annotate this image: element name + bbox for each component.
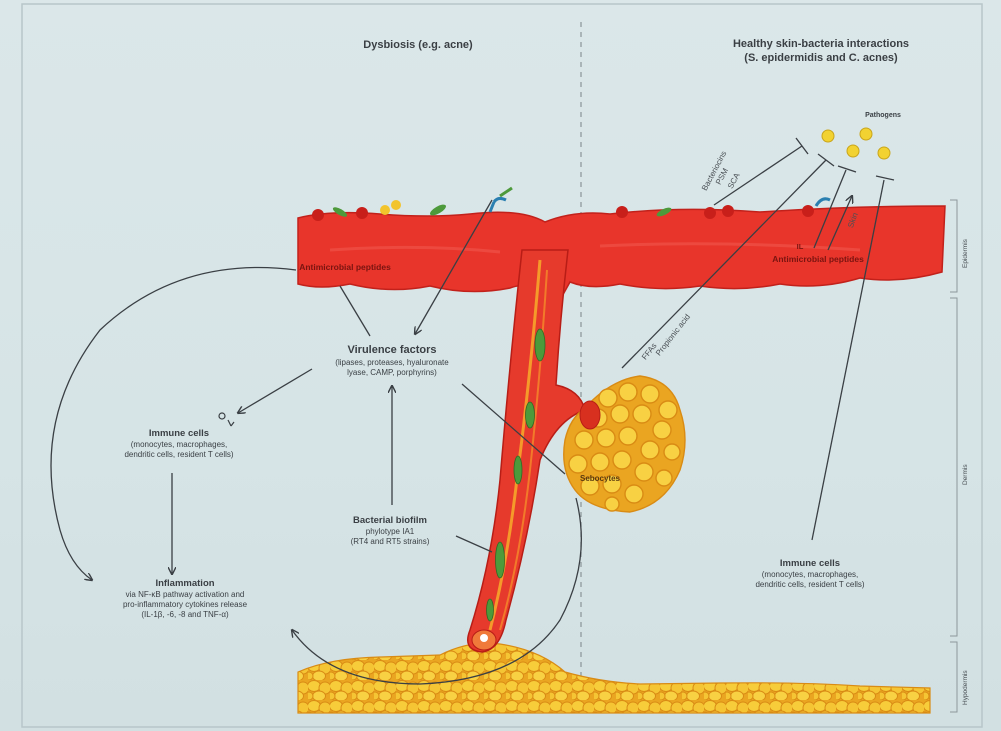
layer-hypodermis: Hypodermis [962, 670, 969, 705]
inflammation-title: Inflammation [70, 578, 300, 590]
biofilm-title: Bacterial biofilm [320, 515, 460, 527]
immune-right-title: Immune cells [710, 558, 910, 570]
arrow-amp-virulence [340, 286, 370, 336]
layer-brackets [950, 200, 957, 712]
layer-dermis: Dermis [962, 464, 969, 485]
immune-right-line2: dendritic cells, resident T cells) [710, 580, 910, 590]
bacterial-biofilm-label: Bacterial biofilm phylotype IA1 (RT4 and… [320, 515, 460, 547]
virulence-title: Virulence factors [300, 344, 484, 358]
title-dysbiosis: Dysbiosis (e.g. acne) [318, 39, 518, 53]
label-il: IL [790, 242, 810, 251]
label-amp-left: Antimicrobial peptides [296, 262, 394, 273]
label-sebocytes: Sebocytes [555, 474, 645, 484]
immune-cells-left-label: Immune cells (monocytes, macrophages, de… [74, 428, 284, 460]
hypodermis-fat [298, 643, 930, 713]
title-healthy-line1: Healthy skin-bacteria interactions [676, 38, 966, 52]
label-amp-right: Antimicrobial peptides [768, 254, 868, 265]
inflammation-line3: (IL-1β, -6, -8 and TNF-α) [70, 610, 300, 620]
antibody-glyph-left [219, 413, 234, 426]
layer-epidermis: Epidermis [962, 239, 969, 268]
title-healthy-line2: (S. epidermidis and C. acnes) [676, 52, 966, 66]
inflammation-label: Inflammation via NF-κB pathway activatio… [70, 578, 300, 620]
virulence-factors-label: Virulence factors (lipases, proteases, h… [300, 344, 484, 378]
sebaceous-gland [564, 376, 685, 512]
immune-left-line1: (monocytes, macrophages, [74, 440, 284, 450]
virulence-line1: (lipases, proteases, hyaluronate [300, 358, 484, 368]
immune-right-line1: (monocytes, macrophages, [710, 570, 910, 580]
inflammation-line2: pro-inflammatory cytokines release [70, 600, 300, 610]
virulence-line2: lyase, CAMP, porphyrins) [300, 368, 484, 378]
biofilm-line1: phylotype IA1 [320, 527, 460, 537]
biofilm-line2: (RT4 and RT5 strains) [320, 537, 460, 547]
arrow-epidermis-inflammation [51, 268, 296, 581]
inflammation-line1: via NF-κB pathway activation and [70, 590, 300, 600]
immune-left-title: Immune cells [74, 428, 284, 440]
immune-left-line2: dendritic cells, resident T cells) [74, 450, 284, 460]
arrow-biofilm-follicle [456, 536, 492, 552]
label-pathogens: Pathogens [848, 112, 918, 121]
immune-cells-right-label: Immune cells (monocytes, macrophages, de… [710, 558, 910, 590]
pathogen-dots [822, 128, 890, 159]
